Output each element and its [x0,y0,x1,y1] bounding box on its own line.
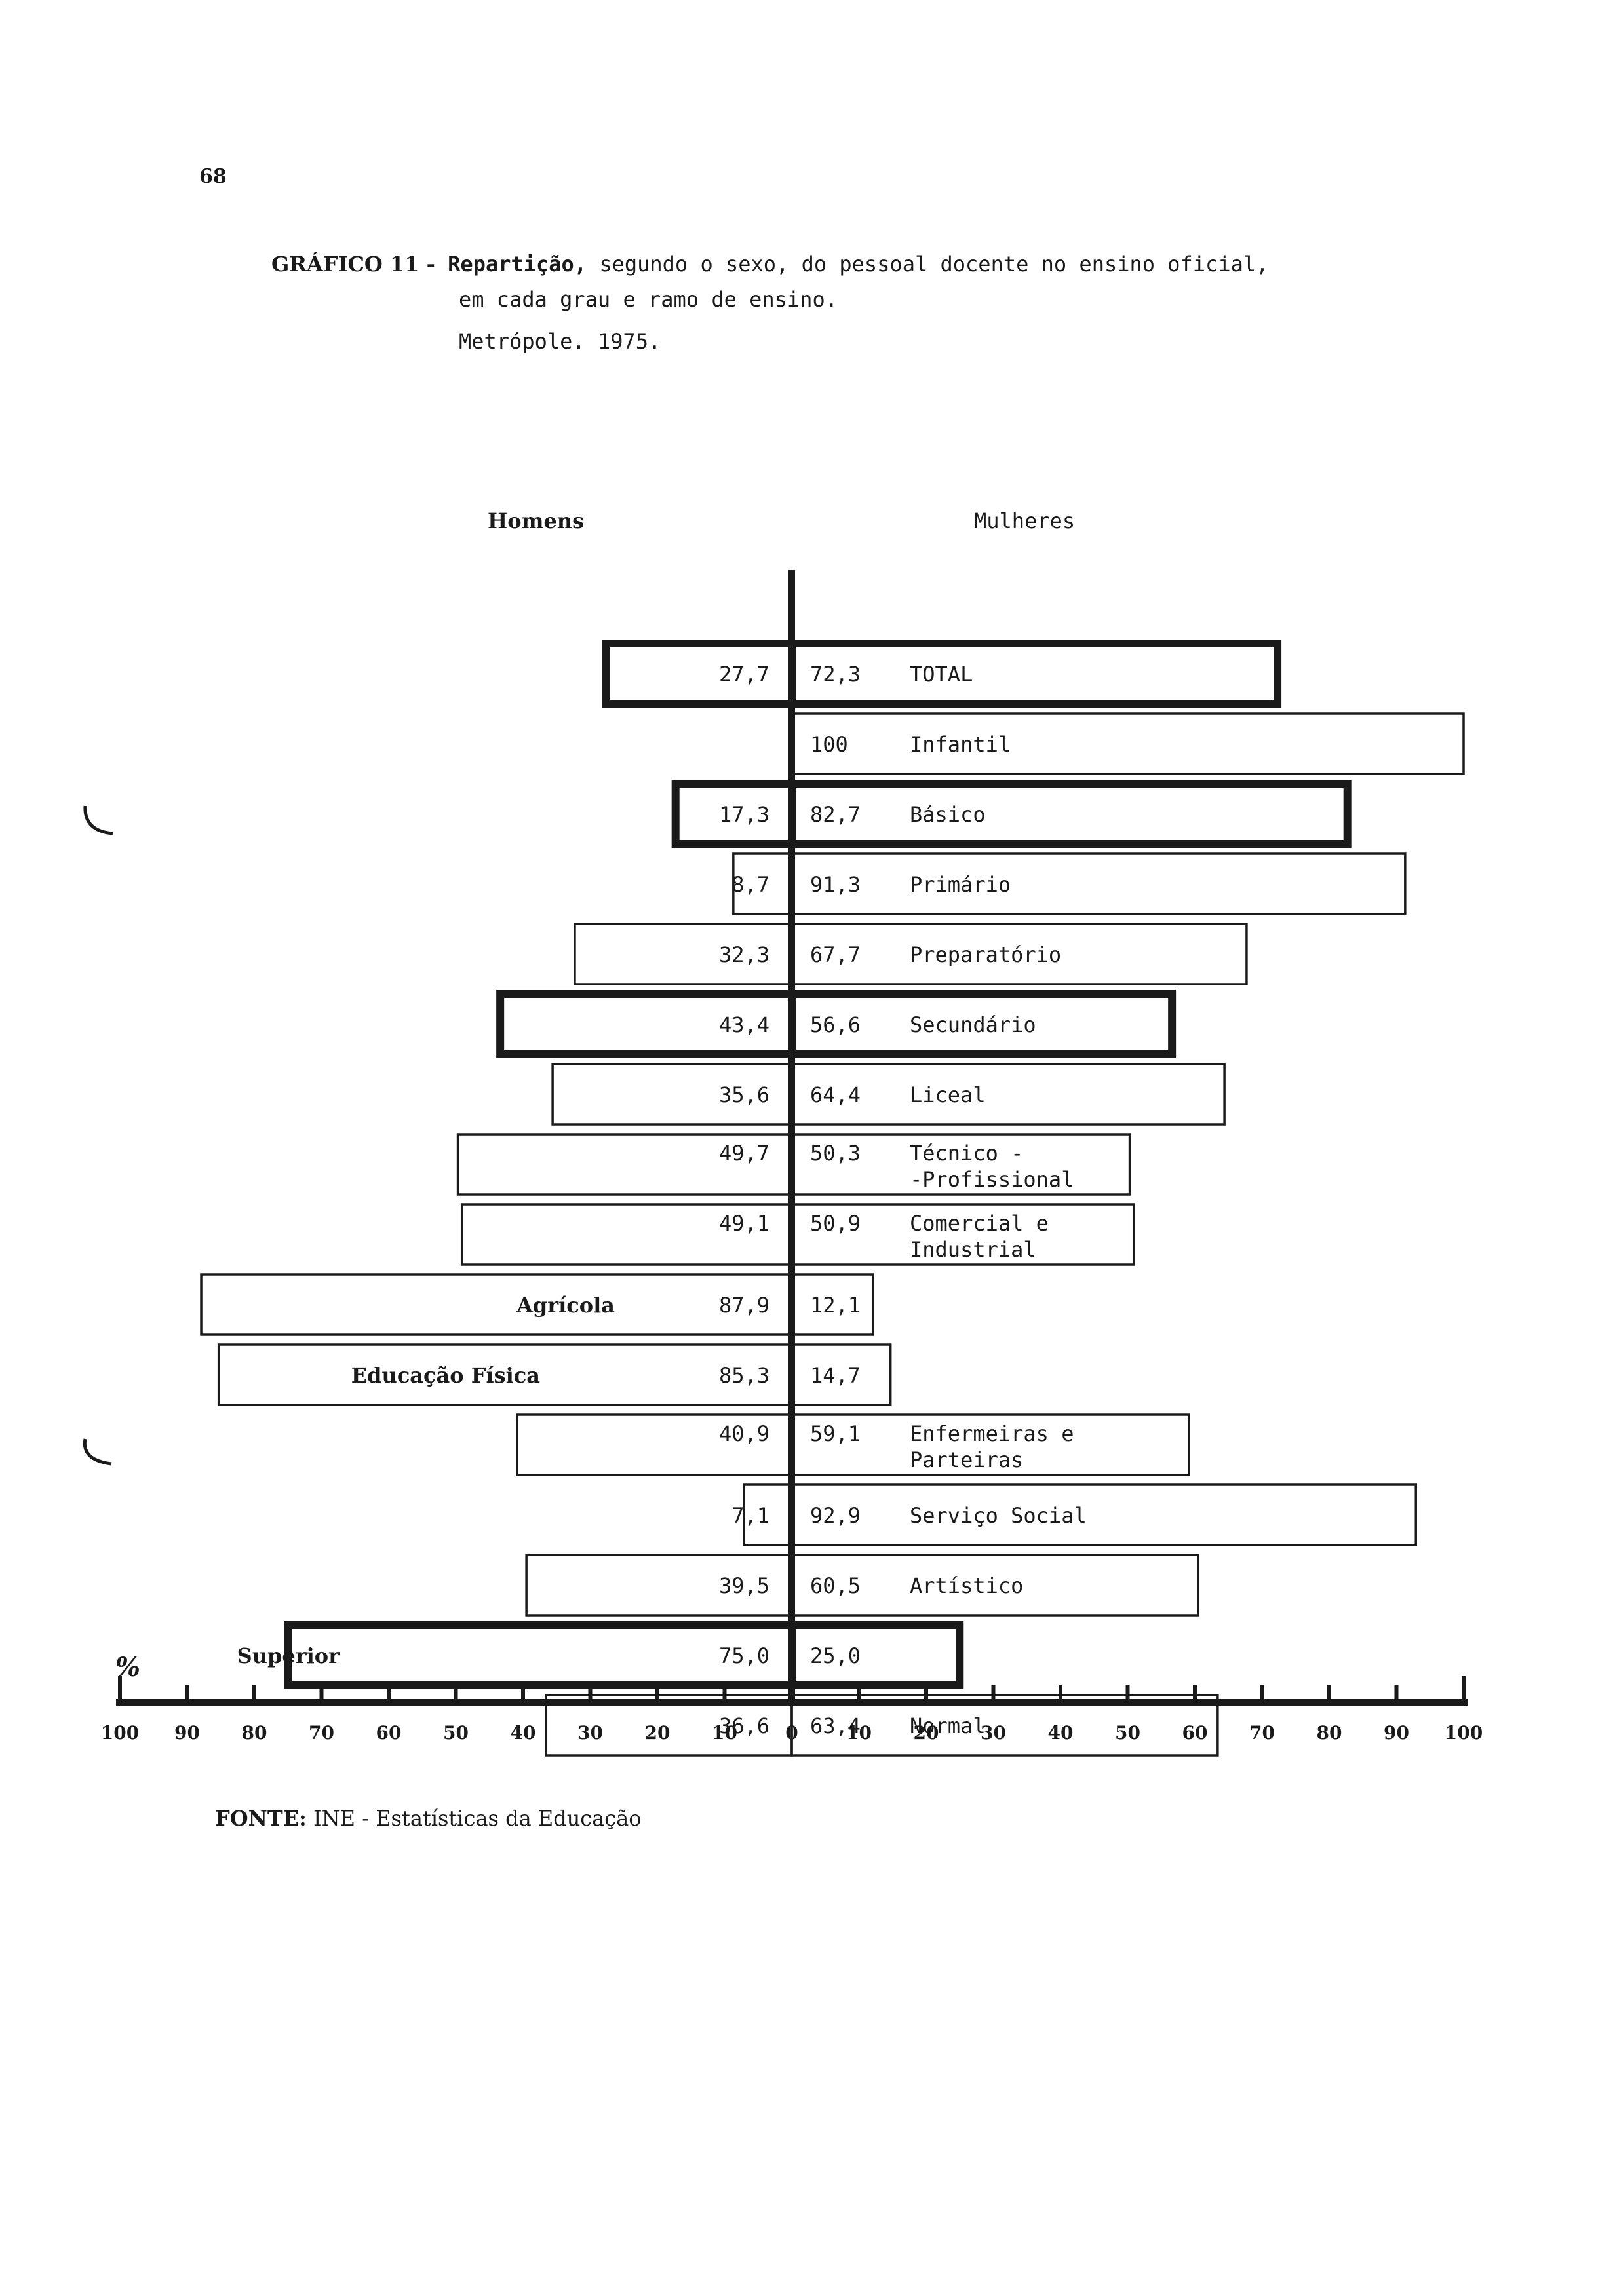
axis-tick-label: 30 [577,1722,603,1744]
axis-tick-label: 70 [309,1722,334,1744]
value-label-women: 100 [810,732,848,757]
axis-tick-label: 80 [242,1722,267,1744]
axis-tick-label: 40 [1048,1722,1074,1744]
value-label-women: 91,3 [810,872,861,897]
category-label: Preparatório [910,942,1061,967]
bar-women [788,640,1282,708]
value-label-men: 49,7 [719,1141,769,1166]
axis-tick-label: 40 [511,1722,536,1744]
axis-tick-label: 100 [1445,1722,1483,1744]
value-label-men: 49,1 [719,1211,769,1236]
source-value: INE - Estatísticas da Educação [313,1806,642,1831]
category-label: -Profissional [910,1167,1074,1192]
axis-tick-label: 50 [443,1722,469,1744]
caption-line-3: Metrópole. 1975. [459,329,661,354]
margin-mark-top [83,805,113,835]
category-label-left: Agrícola [516,1293,615,1318]
value-label-women: 25,0 [810,1643,861,1668]
axis-tick-label: 100 [101,1722,139,1744]
axis-tick-label: 20 [914,1722,939,1744]
category-label: TOTAL [910,662,973,687]
category-label: Enfermeiras e [910,1421,1074,1446]
value-label-women: 56,6 [810,1012,861,1037]
caption-bold-word: Repartição, [448,252,587,277]
figure-caption: GRÁFICO 11 - Repartição, segundo o sexo,… [271,246,1268,359]
value-label-men: 36,6 [719,1713,769,1738]
category-label: Artístico [910,1573,1023,1598]
value-label-men: 27,7 [719,662,769,687]
axis-tick-label: 50 [1115,1722,1140,1744]
value-label-men: 43,4 [719,1012,769,1037]
caption-line-2: em cada grau e ramo de ensino. [459,287,838,312]
axis-tick-label: 90 [1384,1722,1409,1744]
value-label-men: 35,6 [719,1082,769,1107]
source-note: FONTE: INE - Estatísticas da Educação [215,1806,642,1831]
margin-mark-bottom [83,1438,112,1466]
value-label-women: 50,9 [810,1211,861,1236]
value-label-men: 85,3 [719,1363,769,1388]
bar-women [790,712,1465,775]
value-label-women: 92,9 [810,1503,861,1528]
value-label-women: 64,4 [810,1082,861,1107]
right-side-label: Mulheres [974,508,1076,533]
value-label-men: 39,5 [719,1573,769,1598]
axis-tick-label: 90 [174,1722,200,1744]
value-label-men: 32,3 [719,942,769,967]
bar-women [790,1483,1417,1546]
source-key: FONTE: [215,1806,307,1831]
category-label: Infantil [910,732,1011,757]
value-label-women: 12,1 [810,1293,861,1318]
axis-tick-label: 10 [712,1722,737,1744]
axis-unit-symbol: % [115,1652,140,1683]
value-label-women: 59,1 [810,1421,861,1446]
category-label-left: Educação Física [351,1363,540,1388]
value-label-women: 63,4 [810,1713,861,1738]
category-label: Técnico - [910,1141,1023,1166]
category-label-left: Superior [237,1643,340,1668]
axis-tick-label: 70 [1249,1722,1275,1744]
caption-line1-rest: segundo o sexo, do pessoal docente no en… [599,252,1269,277]
value-label-women: 50,3 [810,1141,861,1166]
category-label: Normal [910,1713,986,1738]
value-label-men: 40,9 [719,1421,769,1446]
axis-tick-label: 60 [376,1722,402,1744]
value-label-women: 67,7 [810,942,861,967]
value-label-men: 87,9 [719,1293,769,1318]
value-label-men: 17,3 [719,802,769,827]
axis-tick-label: 30 [981,1722,1006,1744]
axis-tick-label: 20 [645,1722,671,1744]
axis-tick-label: 0 [785,1722,798,1744]
value-label-women: 14,7 [810,1363,861,1388]
category-label: Industrial [910,1237,1036,1262]
bar-women [788,780,1352,848]
value-label-men: 75,0 [719,1643,769,1668]
left-side-label: Homens [488,508,585,533]
labels-layer: 27,7 72,3 TOTAL 100 Infantil 17,3 82,7 Básico 8,… [237,662,1087,1738]
category-label: Básico [910,802,986,827]
category-label: Primário [910,872,1011,897]
value-label-women: 82,7 [810,802,861,827]
bar-men [284,1621,796,1689]
value-label-women: 72,3 [810,662,861,687]
axis-tick-label: 80 [1317,1722,1342,1744]
axis-tick-label: 60 [1182,1722,1208,1744]
value-label-men: 8,7 [731,872,769,897]
category-label: Comercial e [910,1211,1049,1236]
category-label: Serviço Social [910,1503,1087,1528]
category-label: Parteiras [910,1447,1023,1472]
value-label-women: 60,5 [810,1573,861,1598]
bar-women [790,1694,1219,1757]
caption-line-1: GRÁFICO 11 - Repartição, segundo o sexo,… [271,246,1268,282]
bar-women [790,852,1407,915]
bar-men [200,1273,793,1336]
category-label: Liceal [910,1082,986,1107]
category-label: Secundário [910,1012,1036,1037]
axis-tick-label: 10 [846,1722,872,1744]
value-label-men: 7,1 [731,1503,769,1528]
caption-label: GRÁFICO 11 - [271,252,435,277]
page-number: 68 [199,165,227,188]
